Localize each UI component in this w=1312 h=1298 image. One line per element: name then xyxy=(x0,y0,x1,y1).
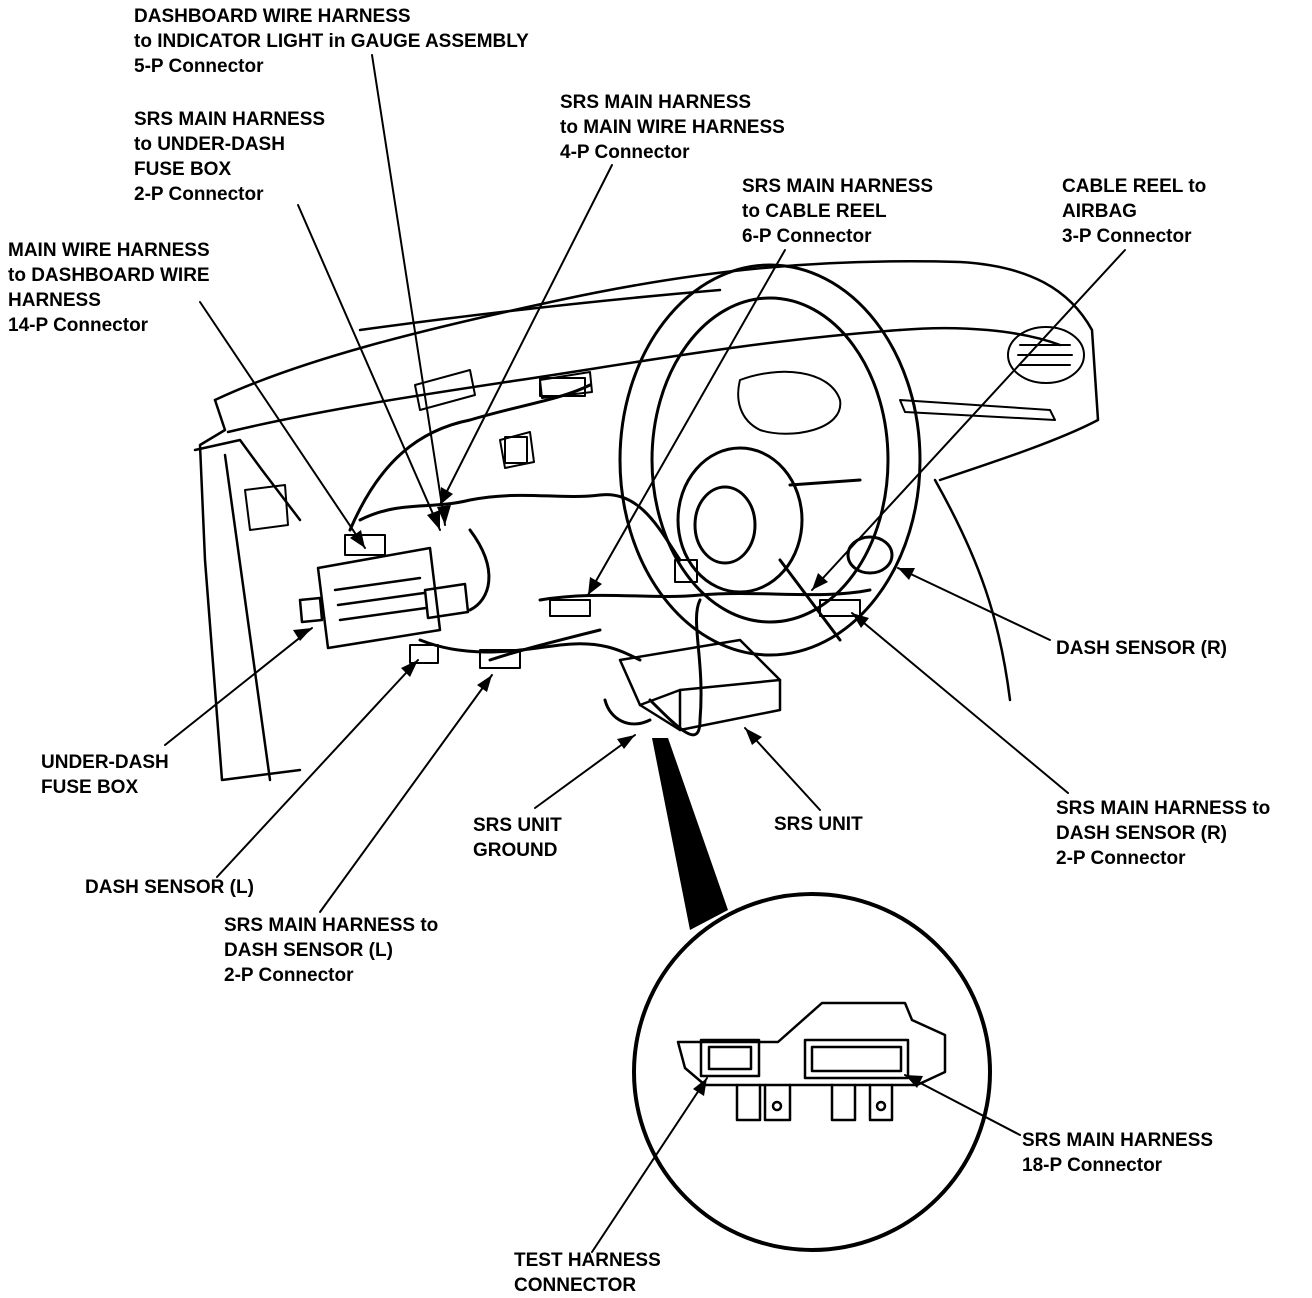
label-line: HARNESS xyxy=(8,290,101,311)
label-line: SRS MAIN HARNESS to xyxy=(1056,798,1271,819)
label-line: DASHBOARD WIRE HARNESS xyxy=(134,6,411,27)
label-line: to MAIN WIRE HARNESS xyxy=(560,117,785,138)
label-line: 2-P Connector xyxy=(224,965,354,986)
label-srs-to-cable-reel: SRS MAIN HARNESS to CABLE REEL 6-P Conne… xyxy=(742,174,933,249)
label-test-harness-connector: TEST HARNESS CONNECTOR xyxy=(514,1248,661,1298)
label-line: SRS UNIT xyxy=(774,814,863,835)
wire-harness xyxy=(348,383,872,737)
callout-wedge xyxy=(652,738,728,930)
label-dash-sensor-l: DASH SENSOR (L) xyxy=(85,875,254,900)
label-line: to CABLE REEL xyxy=(742,201,887,222)
label-line: GROUND xyxy=(473,840,558,861)
srs-unit-closeup xyxy=(676,1001,947,1122)
leader-lines xyxy=(164,54,1126,1253)
label-srs-to-underdash: SRS MAIN HARNESS to UNDER-DASH FUSE BOX … xyxy=(134,107,325,207)
fuse-box-shape xyxy=(298,546,470,650)
magnified-view-circle xyxy=(632,892,992,1252)
label-line: 2-P Connector xyxy=(134,184,264,205)
label-line: DASH SENSOR (L) xyxy=(224,940,393,961)
dashboard-outline xyxy=(193,260,1100,782)
label-srs-unit-ground: SRS UNIT GROUND xyxy=(473,813,562,863)
label-line: to DASHBOARD WIRE xyxy=(8,265,210,286)
label-line: DASH SENSOR (L) xyxy=(85,877,254,898)
label-line: SRS MAIN HARNESS xyxy=(1022,1130,1214,1151)
label-line: 5-P Connector xyxy=(134,56,264,77)
srs-unit-shape xyxy=(618,638,782,732)
label-dashboard-wire-harness: DASHBOARD WIRE HARNESS to INDICATOR LIGH… xyxy=(134,4,529,79)
label-line: to INDICATOR LIGHT in GAUGE ASSEMBLY xyxy=(134,31,529,52)
label-cable-reel-to-airbag: CABLE REEL to AIRBAG 3-P Connector xyxy=(1062,174,1206,249)
label-srs-to-main-wire: SRS MAIN HARNESS to MAIN WIRE HARNESS 4-… xyxy=(560,90,785,165)
label-line: 14-P Connector xyxy=(8,315,149,336)
label-dash-sensor-r: DASH SENSOR (R) xyxy=(1056,636,1227,661)
label-line: FUSE BOX xyxy=(134,159,232,180)
label-line: 3-P Connector xyxy=(1062,226,1192,247)
label-line: TEST HARNESS xyxy=(514,1250,661,1271)
label-line: CONNECTOR xyxy=(514,1275,637,1296)
label-underdash-fuse-box: UNDER-DASH FUSE BOX xyxy=(41,750,169,800)
label-line: SRS MAIN HARNESS to xyxy=(224,915,439,936)
label-line: CABLE REEL to xyxy=(1062,176,1207,197)
label-srs-unit: SRS UNIT xyxy=(774,812,863,837)
label-line: DASH SENSOR (R) xyxy=(1056,638,1228,659)
label-line: DASH SENSOR (R) xyxy=(1056,823,1228,844)
label-line: SRS MAIN HARNESS xyxy=(742,176,934,197)
label-line: MAIN WIRE HARNESS xyxy=(8,240,210,261)
label-line: 6-P Connector xyxy=(742,226,872,247)
arrowheads xyxy=(293,487,923,1096)
label-main-to-dashboard: MAIN WIRE HARNESS to DASHBOARD WIRE HARN… xyxy=(8,238,210,338)
label-srs-18p-connector: SRS MAIN HARNESS 18-P Connector xyxy=(1022,1128,1213,1178)
label-line: SRS UNIT xyxy=(473,815,562,836)
label-line: to UNDER-DASH xyxy=(134,134,285,155)
dashboard-details xyxy=(244,369,1056,531)
label-line: SRS MAIN HARNESS xyxy=(134,109,326,130)
steering-wheel xyxy=(618,263,922,657)
label-line: UNDER-DASH xyxy=(41,752,169,773)
label-line: 4-P Connector xyxy=(560,142,690,163)
label-srs-to-dash-sensor-l: SRS MAIN HARNESS to DASH SENSOR (L) 2-P … xyxy=(224,913,438,988)
air-vent xyxy=(1007,326,1085,384)
label-line: FUSE BOX xyxy=(41,777,139,798)
label-line: 18-P Connector xyxy=(1022,1155,1163,1176)
label-srs-to-dash-sensor-r: SRS MAIN HARNESS to DASH SENSOR (R) 2-P … xyxy=(1056,796,1270,871)
label-line: AIRBAG xyxy=(1062,201,1137,222)
label-line: SRS MAIN HARNESS xyxy=(560,92,752,113)
harness-connectors xyxy=(344,377,861,669)
label-line: 2-P Connector xyxy=(1056,848,1186,869)
